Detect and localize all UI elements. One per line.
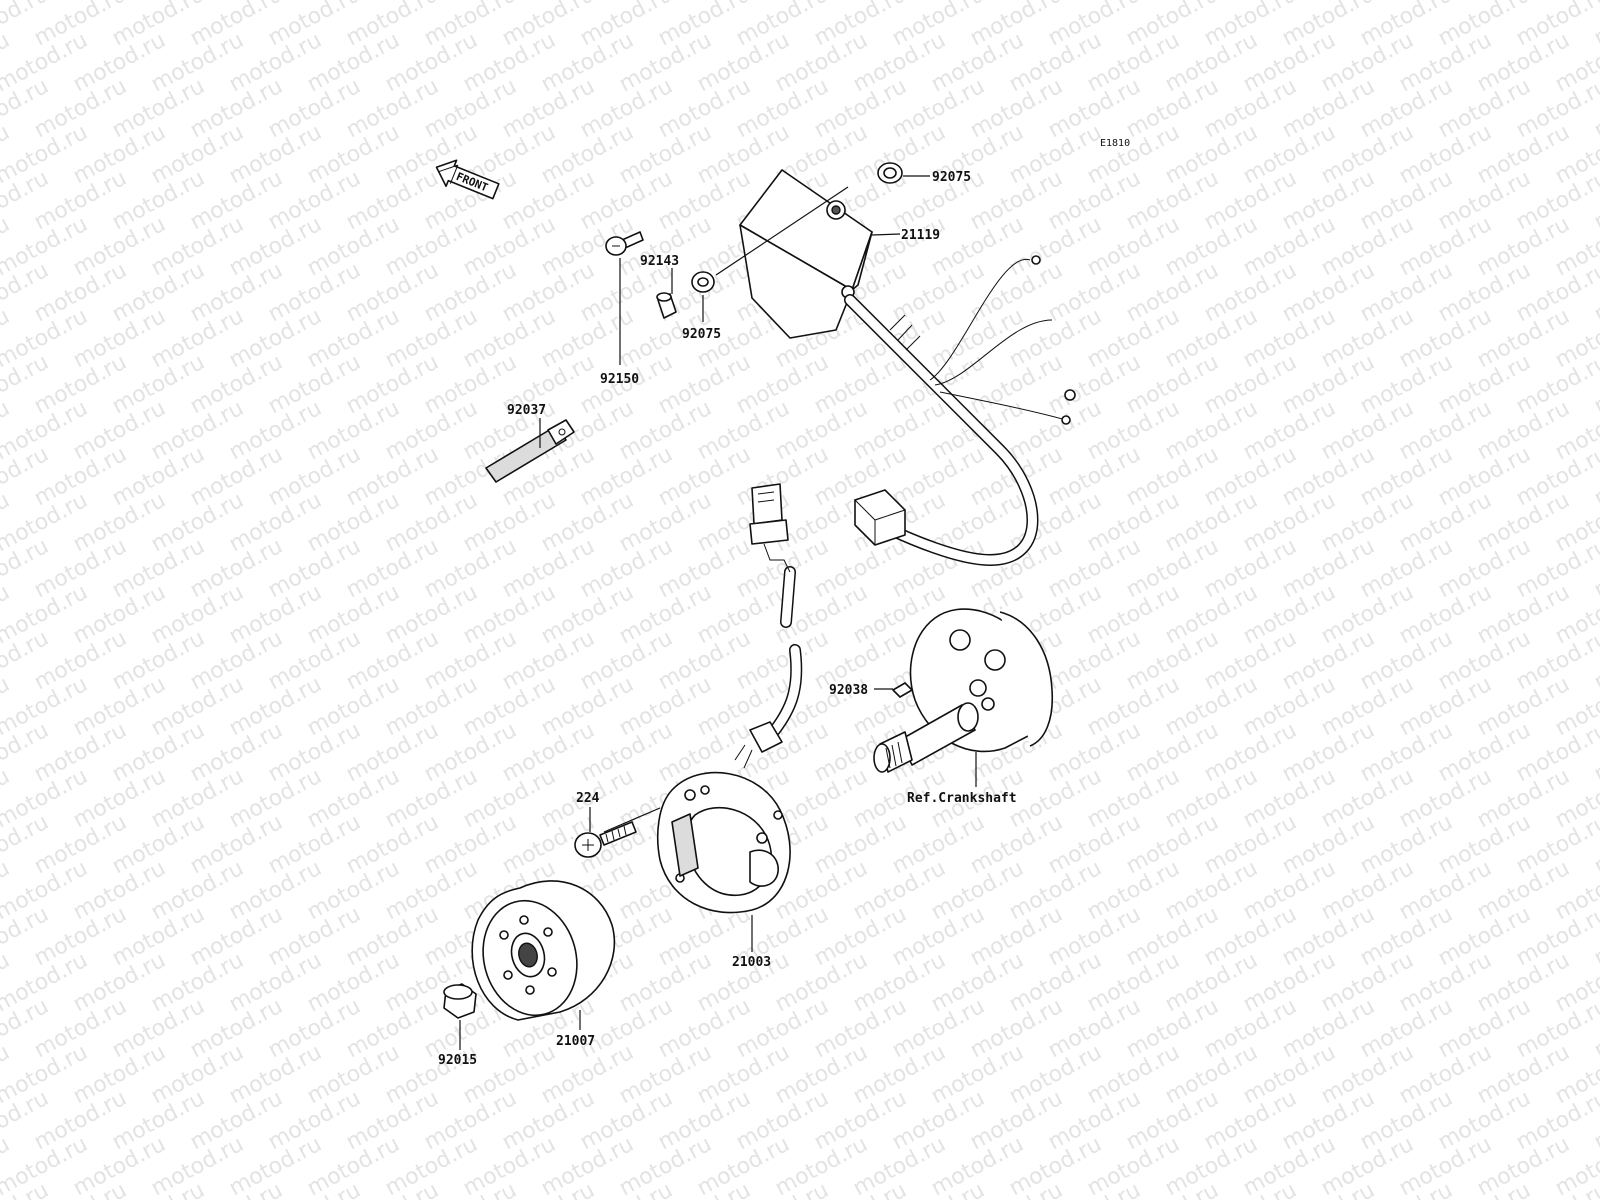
label-224: 224 — [576, 791, 600, 806]
label-92037: 92037 — [507, 403, 546, 418]
label-21007: 21007 — [556, 1034, 595, 1049]
diagram-code: E1810 — [1100, 138, 1130, 149]
grommet-92075-lower — [691, 271, 715, 293]
label-92015: 92015 — [438, 1053, 477, 1068]
label-21119: 21119 — [901, 228, 940, 243]
bolt-92150 — [605, 231, 644, 256]
strap-92037 — [485, 419, 575, 483]
grommet-92075-upper — [877, 162, 903, 184]
collar-92143 — [656, 292, 677, 319]
crankshaft — [873, 608, 1054, 773]
nut-92015 — [443, 983, 477, 1019]
cdi-unit — [739, 169, 873, 339]
leader-lines — [459, 175, 977, 1050]
label-21003: 21003 — [732, 955, 771, 970]
label-92075-upper: 92075 — [932, 170, 971, 185]
label-92075-lower: 92075 — [682, 327, 721, 342]
flywheel — [471, 880, 616, 1021]
grommet — [734, 721, 783, 769]
label-92150: 92150 — [600, 372, 639, 387]
key-92038 — [892, 682, 913, 698]
label-ref-crankshaft: Ref.Crankshaft — [907, 791, 1017, 806]
watermark-text: motod.ru — [1590, 0, 1600, 51]
harness-connector — [854, 489, 906, 546]
bolt-224 — [574, 821, 637, 858]
stator-connector — [749, 483, 791, 573]
stator-plate — [656, 771, 791, 914]
label-92038: 92038 — [829, 683, 868, 698]
label-92143: 92143 — [640, 254, 679, 269]
